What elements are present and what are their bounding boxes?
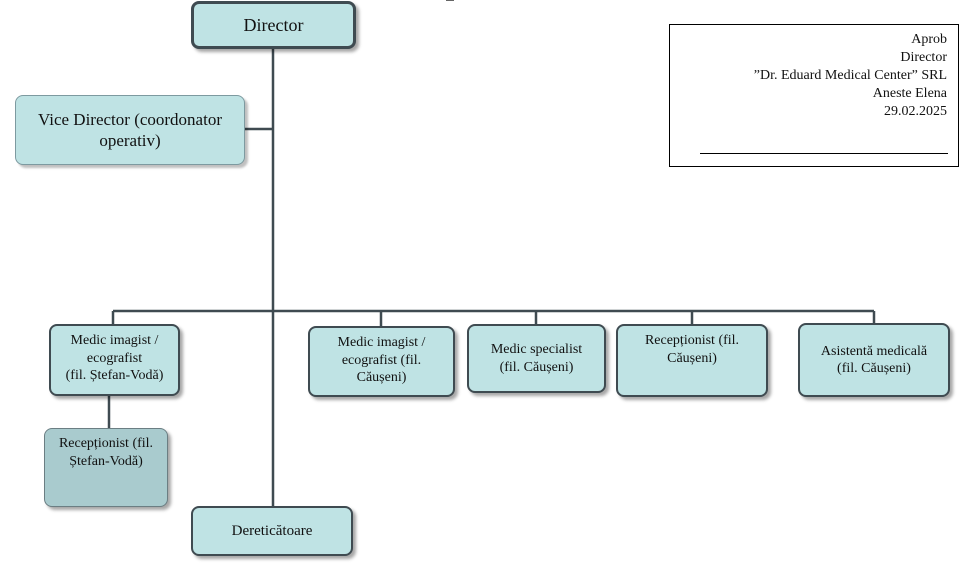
node-receptionist-causeni-label: Recepționist (fil. Căușeni) — [644, 333, 740, 366]
node-medic-specialist-causeni[interactable]: Medic specialist (fil. Căușeni) — [467, 324, 606, 393]
approval-title: Director — [900, 50, 947, 65]
node-medic-imagist-causeni-label: Medic imagist / ecografist (fil. Căușeni… — [337, 335, 426, 385]
node-medic-imagist-stefan-voda[interactable]: Medic imagist / ecografist (fil. Ștefan-… — [49, 324, 180, 396]
node-vice-director-label: Vice Director (coordonator operativ) — [37, 109, 222, 150]
approval-aprob: Aprob — [911, 32, 947, 47]
node-receptionist-stefan-voda[interactable]: Recepționist (fil. Ștefan-Vodă) — [44, 428, 168, 507]
node-receptionist-stefan-voda-label: Recepționist (fil. Ștefan-Vodă) — [58, 436, 154, 469]
node-director-label: Director — [243, 14, 304, 35]
node-dereticatoare-label: Dereticătoare — [231, 522, 313, 539]
approval-box: Aprob Director ”Dr. Eduard Medical Cente… — [669, 24, 959, 167]
approval-name: Aneste Elena — [872, 86, 947, 101]
approval-date: 29.02.2025 — [884, 104, 947, 119]
node-dereticatoare[interactable]: Dereticătoare — [191, 506, 353, 556]
node-medic-imagist-causeni[interactable]: Medic imagist / ecografist (fil. Căușeni… — [308, 326, 455, 397]
node-vice-director[interactable]: Vice Director (coordonator operativ) — [15, 95, 245, 165]
approval-company: ”Dr. Eduard Medical Center” SRL — [753, 68, 947, 83]
node-director[interactable]: Director — [191, 1, 356, 49]
node-medic-imagist-stefan-voda-label: Medic imagist / ecografist (fil. Ștefan-… — [65, 333, 164, 383]
node-asistenta-medicala-causeni[interactable]: Asistentă medicală (fil. Căușeni) — [798, 323, 950, 397]
node-medic-specialist-causeni-label: Medic specialist (fil. Căușeni) — [490, 342, 583, 375]
top-tick-mark — [446, 0, 454, 1]
node-asistenta-medicala-causeni-label: Asistentă medicală (fil. Căușeni) — [820, 343, 928, 377]
node-receptionist-causeni[interactable]: Recepționist (fil. Căușeni) — [616, 324, 768, 397]
signature-line — [700, 153, 948, 154]
